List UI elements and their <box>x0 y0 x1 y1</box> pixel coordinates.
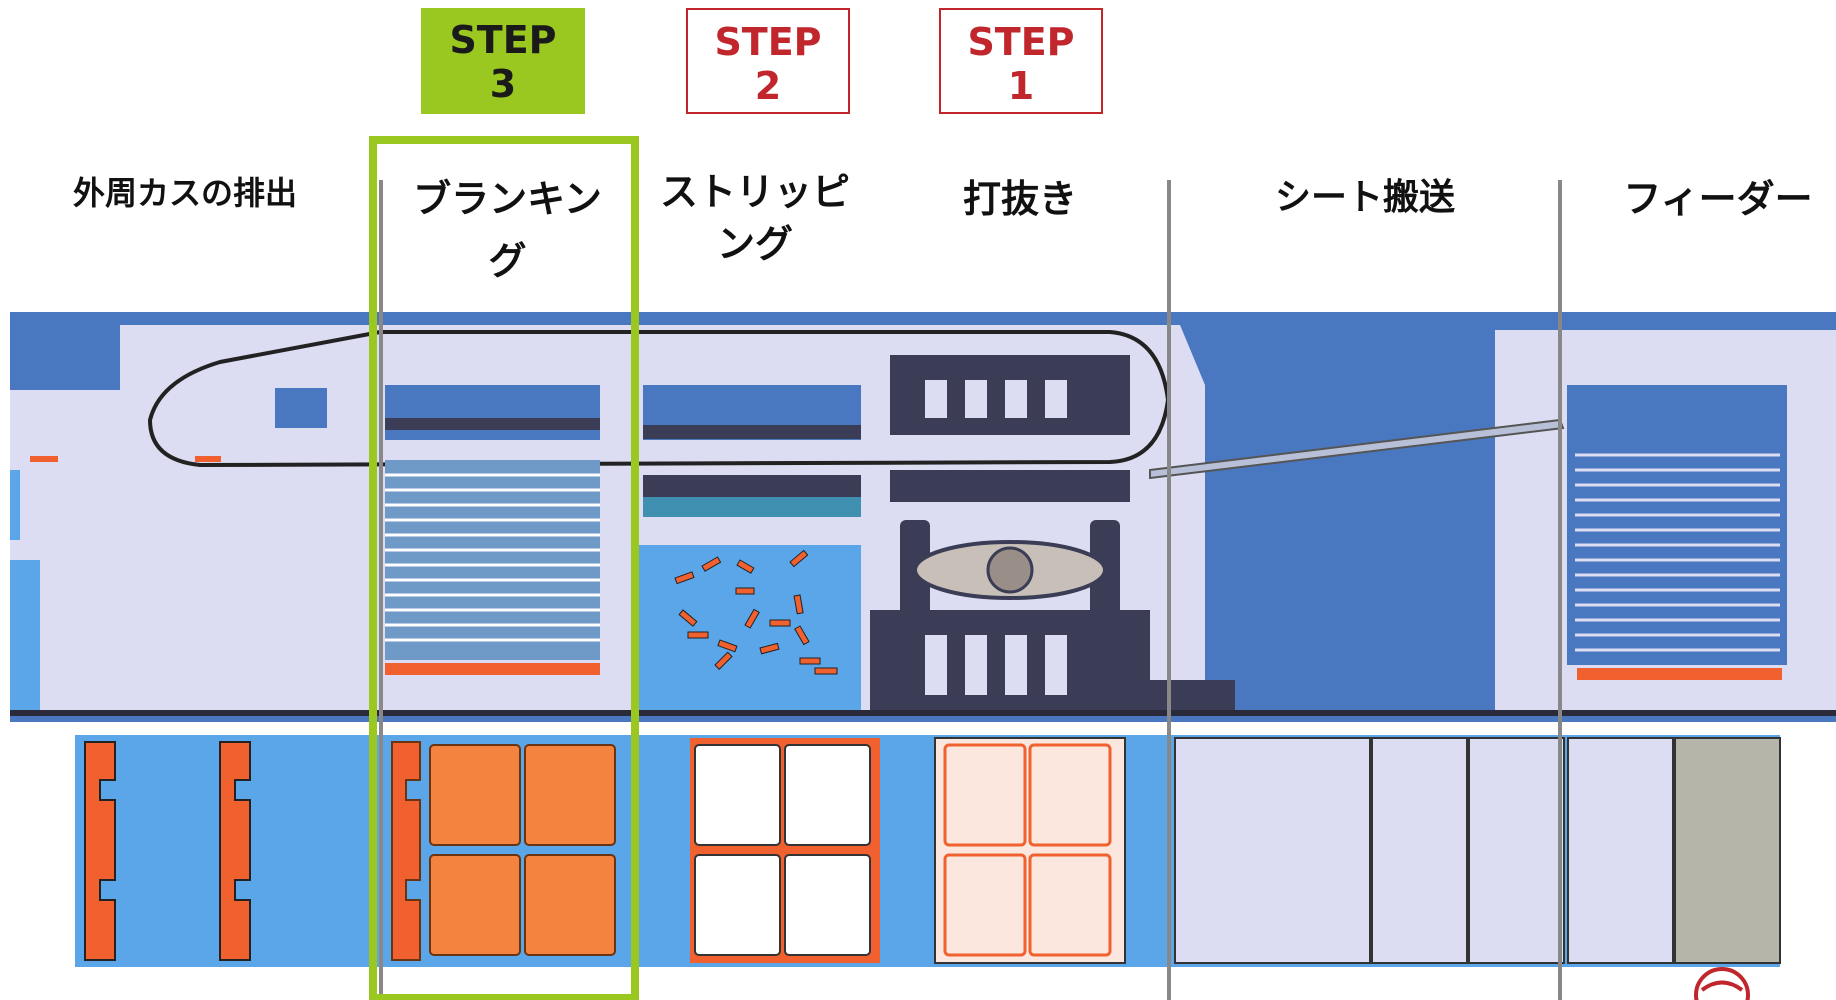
step-2-badge: STEP 2 <box>686 8 850 114</box>
step-3-word: STEP <box>449 18 557 62</box>
waste-skeletons <box>84 741 251 961</box>
feeder-stack <box>1575 453 1780 652</box>
step-1-number: 1 <box>1007 64 1035 108</box>
blanking-stack <box>385 460 600 660</box>
label-blanking-line2: グ <box>488 239 527 283</box>
step-3-number: 3 <box>489 62 517 106</box>
label-sheet-transport: シート搬送 <box>1274 177 1455 218</box>
step-3-badge: STEP 3 <box>421 8 585 114</box>
label-stripping-line1: ストリッピ <box>659 170 850 214</box>
blanking-blanks <box>391 741 616 961</box>
blanking-highlight-frame <box>369 136 639 1000</box>
label-die-cutting: 打抜き <box>962 177 1077 221</box>
transport-sheets <box>1174 737 1674 964</box>
left-lower-blue <box>10 560 40 710</box>
toggle-mechanism <box>900 520 1120 620</box>
machine-floor <box>10 710 1836 716</box>
conveyor-chain <box>147 330 1171 468</box>
label-feeder: フィーダー <box>1623 177 1813 221</box>
die-cut-outlines <box>943 743 1112 957</box>
feeder-sheet <box>1674 737 1781 964</box>
label-waste-ejection: 外周カスの排出 <box>72 174 297 212</box>
company-logo <box>1694 967 1750 1000</box>
label-blanking: ブランキン グ <box>385 168 630 292</box>
step-1-word: STEP <box>967 20 1075 64</box>
step-1-badge: STEP 1 <box>939 8 1103 114</box>
feeder-belt <box>1149 418 1565 480</box>
step-2-number: 2 <box>754 64 782 108</box>
stripping-blanks <box>694 744 871 956</box>
step-2-word: STEP <box>714 20 822 64</box>
waste-pieces <box>674 549 838 675</box>
label-stripping-line2: ング <box>716 222 793 266</box>
small-square <box>275 388 327 428</box>
label-stripping: ストリッピ ング <box>645 166 865 270</box>
label-blanking-line1: ブランキン <box>413 177 602 221</box>
